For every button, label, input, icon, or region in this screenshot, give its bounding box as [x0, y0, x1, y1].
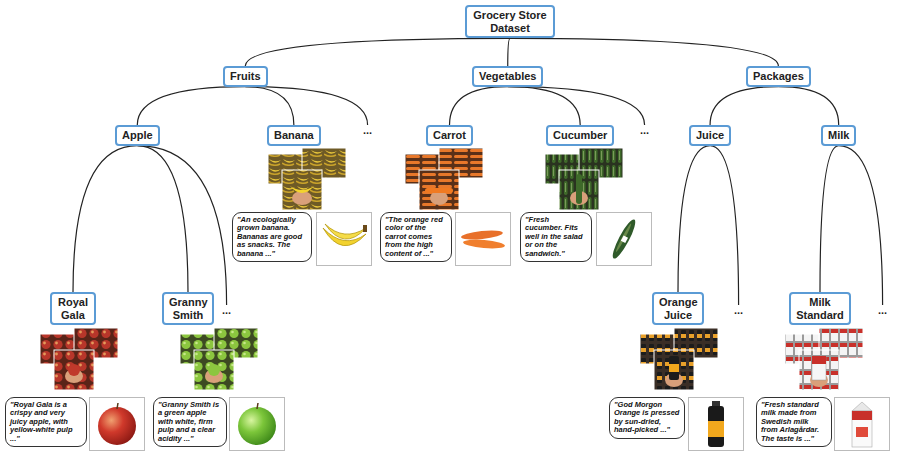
- description-bubble: "Fresh cucumber. Fits well in the salad …: [520, 212, 592, 262]
- category-label: Carrot: [433, 129, 466, 142]
- category-label: Royal Gala: [57, 296, 89, 321]
- tree-branch: [710, 87, 778, 125]
- tree-branch: [820, 146, 839, 292]
- milk-carton-icon: [835, 398, 890, 451]
- more-ellipsis: ...: [222, 304, 231, 317]
- description-text: "Royal Gala is a crispy and very juicy a…: [10, 401, 82, 443]
- cucumber-icon: [597, 213, 652, 266]
- photo-collage: [268, 148, 346, 210]
- category-box: Royal Gala: [50, 292, 96, 325]
- more-branch: [137, 146, 226, 305]
- more-branch: [508, 87, 645, 125]
- category-label: Banana: [274, 129, 314, 142]
- more-branch: [839, 146, 883, 305]
- category-label: Orange Juice: [659, 296, 697, 321]
- description-text: "Fresh cucumber. Fits well in the salad …: [525, 216, 587, 258]
- category-box: Fruits: [223, 66, 268, 87]
- category-label: Milk: [828, 129, 849, 142]
- category-label: Juice: [696, 129, 724, 142]
- more-ellipsis: ...: [734, 304, 743, 317]
- category-label: Milk Standard: [796, 296, 844, 321]
- description-bubble: "Granny Smith is a green apple with whit…: [153, 397, 227, 447]
- tree-branch: [450, 87, 508, 125]
- category-box: Banana: [267, 125, 321, 146]
- category-label: Apple: [122, 129, 153, 142]
- photo-collage: [40, 328, 118, 390]
- category-box: Orange Juice: [652, 292, 704, 325]
- category-box: Grocery Store Dataset: [465, 5, 555, 38]
- description-bubble: "An ecologically grown banana. Bananas a…: [232, 212, 312, 262]
- tree-branch: [245, 87, 294, 125]
- category-box: Vegetables: [472, 66, 543, 87]
- more-ellipsis: ...: [878, 304, 887, 317]
- description-text: "Fresh standard milk made from Swedish m…: [761, 401, 827, 443]
- tree-branch: [137, 87, 245, 125]
- tree-branch: [678, 146, 710, 292]
- category-box: Milk: [821, 125, 856, 146]
- description-bubble: "Fresh standard milk made from Swedish m…: [756, 397, 832, 447]
- description-text: "The orange red color of the carrot come…: [385, 216, 447, 258]
- category-label: Fruits: [230, 70, 261, 83]
- apple-icon: [90, 398, 145, 451]
- photo-collage: [785, 328, 863, 390]
- tree-branch: [508, 38, 510, 66]
- tree-branch: [778, 87, 838, 125]
- juice-bottle-icon: [689, 398, 744, 451]
- category-box: Cucumber: [546, 125, 614, 146]
- category-label: Grocery Store Dataset: [472, 9, 548, 34]
- description-bubble: "God Morgon Orange is pressed by sun-dri…: [609, 397, 685, 439]
- description-bubble: "Royal Gala is a crispy and very juicy a…: [5, 397, 87, 447]
- category-box: Carrot: [426, 125, 473, 146]
- description-bubble: "The orange red color of the carrot come…: [380, 212, 452, 262]
- more-ellipsis: ...: [363, 124, 372, 137]
- category-label: Vegetables: [479, 70, 536, 83]
- category-label: Granny Smith: [169, 296, 207, 321]
- tree-branch: [73, 146, 137, 292]
- banana-icon: [317, 213, 372, 266]
- tree-branch: [137, 146, 188, 292]
- photo-collage: [640, 328, 718, 390]
- more-ellipsis: ...: [640, 124, 649, 137]
- more-branch: [710, 146, 739, 305]
- photo-collage: [180, 328, 258, 390]
- photo-collage: [405, 148, 483, 210]
- apple-icon: [230, 398, 285, 451]
- category-box: Milk Standard: [789, 292, 851, 325]
- category-box: Granny Smith: [162, 292, 214, 325]
- tree-branch: [508, 87, 580, 125]
- more-branch: [245, 87, 367, 125]
- category-box: Packages: [746, 66, 811, 87]
- tree-branch: [245, 38, 510, 66]
- description-text: "God Morgon Orange is pressed by sun-dri…: [614, 401, 680, 435]
- photo-collage: [545, 148, 623, 210]
- category-box: Juice: [689, 125, 731, 146]
- carrot-icon: [456, 213, 511, 266]
- category-box: Apple: [115, 125, 160, 146]
- description-text: "An ecologically grown banana. Bananas a…: [237, 216, 307, 258]
- category-label: Cucumber: [553, 129, 607, 142]
- category-label: Packages: [753, 70, 804, 83]
- description-text: "Granny Smith is a green apple with whit…: [158, 401, 222, 443]
- tree-branch: [510, 38, 778, 66]
